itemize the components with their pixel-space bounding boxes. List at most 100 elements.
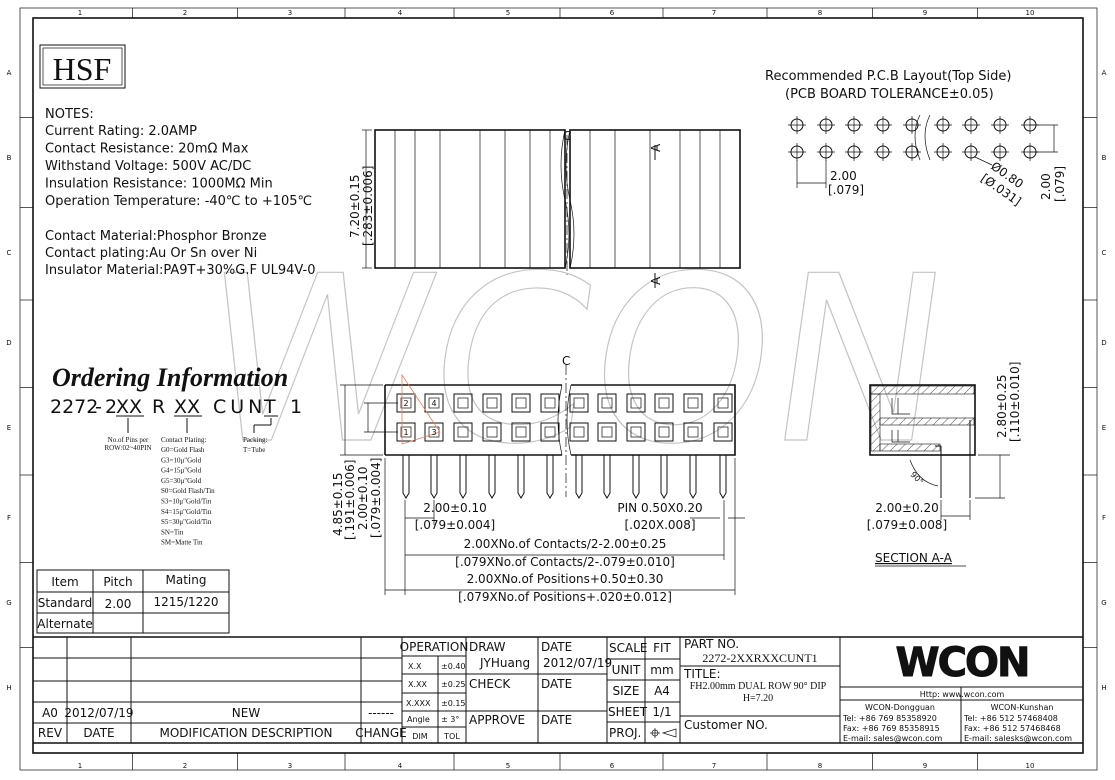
contact-cavity [569, 422, 589, 442]
svg-text:JYHuang: JYHuang [479, 656, 530, 670]
svg-text:A: A [649, 276, 663, 285]
svg-text:ROW:02~40PIN: ROW:02~40PIN [104, 444, 151, 452]
svg-text:DIM: DIM [412, 732, 428, 741]
hsf-logo-box [39, 44, 126, 89]
svg-text:2.00: 2.00 [830, 169, 857, 183]
svg-text:R: R [152, 396, 165, 418]
centerline-label: C [563, 129, 571, 143]
svg-text:2.00±0.20: 2.00±0.20 [875, 501, 939, 515]
revision-block: A0 2012/07/19 NEW ------ REV DATE MODIFI… [33, 636, 1083, 744]
svg-text:1215/1220: 1215/1220 [153, 595, 218, 609]
note-line: Current Rating: 2.0AMP [45, 124, 197, 139]
top-view: C A A 7.20±0.15 [.283±0.006] [348, 129, 741, 288]
grid-row-label: G [6, 599, 11, 607]
pin [402, 455, 410, 499]
svg-text:SECTION A-A: SECTION A-A [875, 551, 953, 565]
front-view: C 2 4 1 3 4.85±0.15 [.191±0.006] 2.00±0.… [331, 354, 745, 604]
mating-table: Item Pitch Mating Standard 2.00 1215/122… [36, 569, 230, 634]
svg-text:CUN: CUN [213, 396, 266, 418]
svg-text:±0.25: ±0.25 [441, 680, 466, 689]
svg-text:Packing:: Packing: [243, 436, 268, 444]
pin [660, 455, 668, 499]
watermark: WCON [185, 226, 964, 495]
contact-cavity [683, 422, 703, 442]
grid-row-label: E [1102, 424, 1106, 432]
svg-text:3: 3 [431, 428, 436, 437]
svg-text:[.079±0.004]: [.079±0.004] [369, 458, 383, 539]
svg-text:Angle: Angle [407, 715, 430, 724]
svg-text:TOL: TOL [443, 732, 460, 741]
grid-column-label: 6 [610, 9, 615, 17]
svg-text:OPERATION: OPERATION [400, 640, 469, 654]
svg-text:± 3°: ± 3° [441, 715, 459, 724]
svg-text:Tel: +86 769 85358920: Tel: +86 769 85358920 [842, 714, 937, 723]
wcon-logo: WCON [896, 640, 1029, 686]
svg-text:4.85±0.15: 4.85±0.15 [331, 473, 345, 537]
svg-text:SCALE: SCALE [609, 641, 647, 655]
svg-text:±0.40: ±0.40 [441, 662, 466, 671]
pin [575, 455, 583, 499]
contact-cavity [654, 422, 674, 442]
contact-cavity [626, 393, 646, 413]
svg-text:PART NO.: PART NO. [684, 637, 739, 651]
grid-column-label: 9 [923, 762, 927, 770]
plating-option: SN=Tin [161, 528, 184, 536]
grid-column-label: 3 [288, 762, 292, 770]
pin [517, 455, 525, 499]
height-dim: 7.20±0.15 [348, 175, 362, 239]
part-number: 2272-2XXRXXCUNT1 [702, 651, 817, 665]
pin [719, 455, 727, 499]
svg-text:A4: A4 [654, 684, 670, 698]
svg-text:NEW: NEW [232, 706, 261, 720]
pin [689, 455, 697, 499]
grid-row-label: G [1101, 599, 1106, 607]
contact-cavity [453, 422, 473, 442]
contact-cavity [597, 422, 617, 442]
svg-text:C: C [562, 354, 570, 368]
svg-text:Customer NO.: Customer NO. [684, 718, 768, 732]
svg-text:APPROVE: APPROVE [469, 713, 525, 727]
contact-cavity [713, 393, 733, 413]
grid-column-label: 8 [818, 762, 822, 770]
grid-row-label: D [1101, 339, 1106, 347]
contact-cavity [713, 422, 733, 442]
grid-column-label: 9 [923, 9, 927, 17]
grid-row-label: E [7, 424, 11, 432]
svg-text:Item: Item [51, 575, 78, 589]
grid-row-label: B [7, 154, 12, 162]
contact-cavity [683, 393, 703, 413]
svg-text:[.079]: [.079] [828, 183, 864, 197]
svg-text:XX: XX [174, 396, 200, 418]
svg-text:Pitch: Pitch [103, 575, 132, 589]
grid-row-label: H [1101, 684, 1106, 692]
grid-column-label: 1 [78, 9, 82, 17]
svg-text:2.00XNo.of Contacts/2-2.00±0.2: 2.00XNo.of Contacts/2-2.00±0.25 [464, 537, 667, 551]
svg-text:1/1: 1/1 [652, 705, 671, 719]
projection-symbol-icon [650, 728, 677, 738]
plating-options: G0=Gold FlashG3=10μ"GoldG4=15μ"GoldG5=30… [161, 446, 215, 547]
title-block: OPERATION X.X±0.40 X.XX±0.25 X.XXX±0.15 … [400, 637, 841, 743]
svg-text:XX: XX [116, 396, 142, 418]
ordering-title: Ordering Information [52, 363, 288, 392]
grid-column-label: 8 [818, 9, 822, 17]
svg-text:2012/07/19: 2012/07/19 [543, 656, 612, 670]
grid-column-label: 1 [78, 762, 82, 770]
svg-text:CHANGE: CHANGE [355, 726, 406, 740]
svg-text:1: 1 [403, 428, 408, 437]
grid-row-label: H [6, 684, 11, 692]
svg-text:2.00: 2.00 [105, 597, 132, 611]
grid-row-label: F [7, 514, 11, 522]
svg-text:[.079±0.004]: [.079±0.004] [415, 518, 496, 532]
svg-text:SIZE: SIZE [613, 684, 640, 698]
svg-text:PIN 0.50X0.20: PIN 0.50X0.20 [617, 501, 702, 515]
svg-text:T=Tube: T=Tube [243, 446, 265, 454]
hsf-logo: HSF [53, 51, 112, 87]
grid-column-label: 5 [506, 762, 510, 770]
svg-text:DATE: DATE [83, 726, 114, 740]
svg-text:CHECK: CHECK [469, 677, 511, 691]
grid-row-label: B [1102, 154, 1107, 162]
grid-column-label: 4 [398, 9, 403, 17]
svg-text:A: A [649, 143, 663, 152]
